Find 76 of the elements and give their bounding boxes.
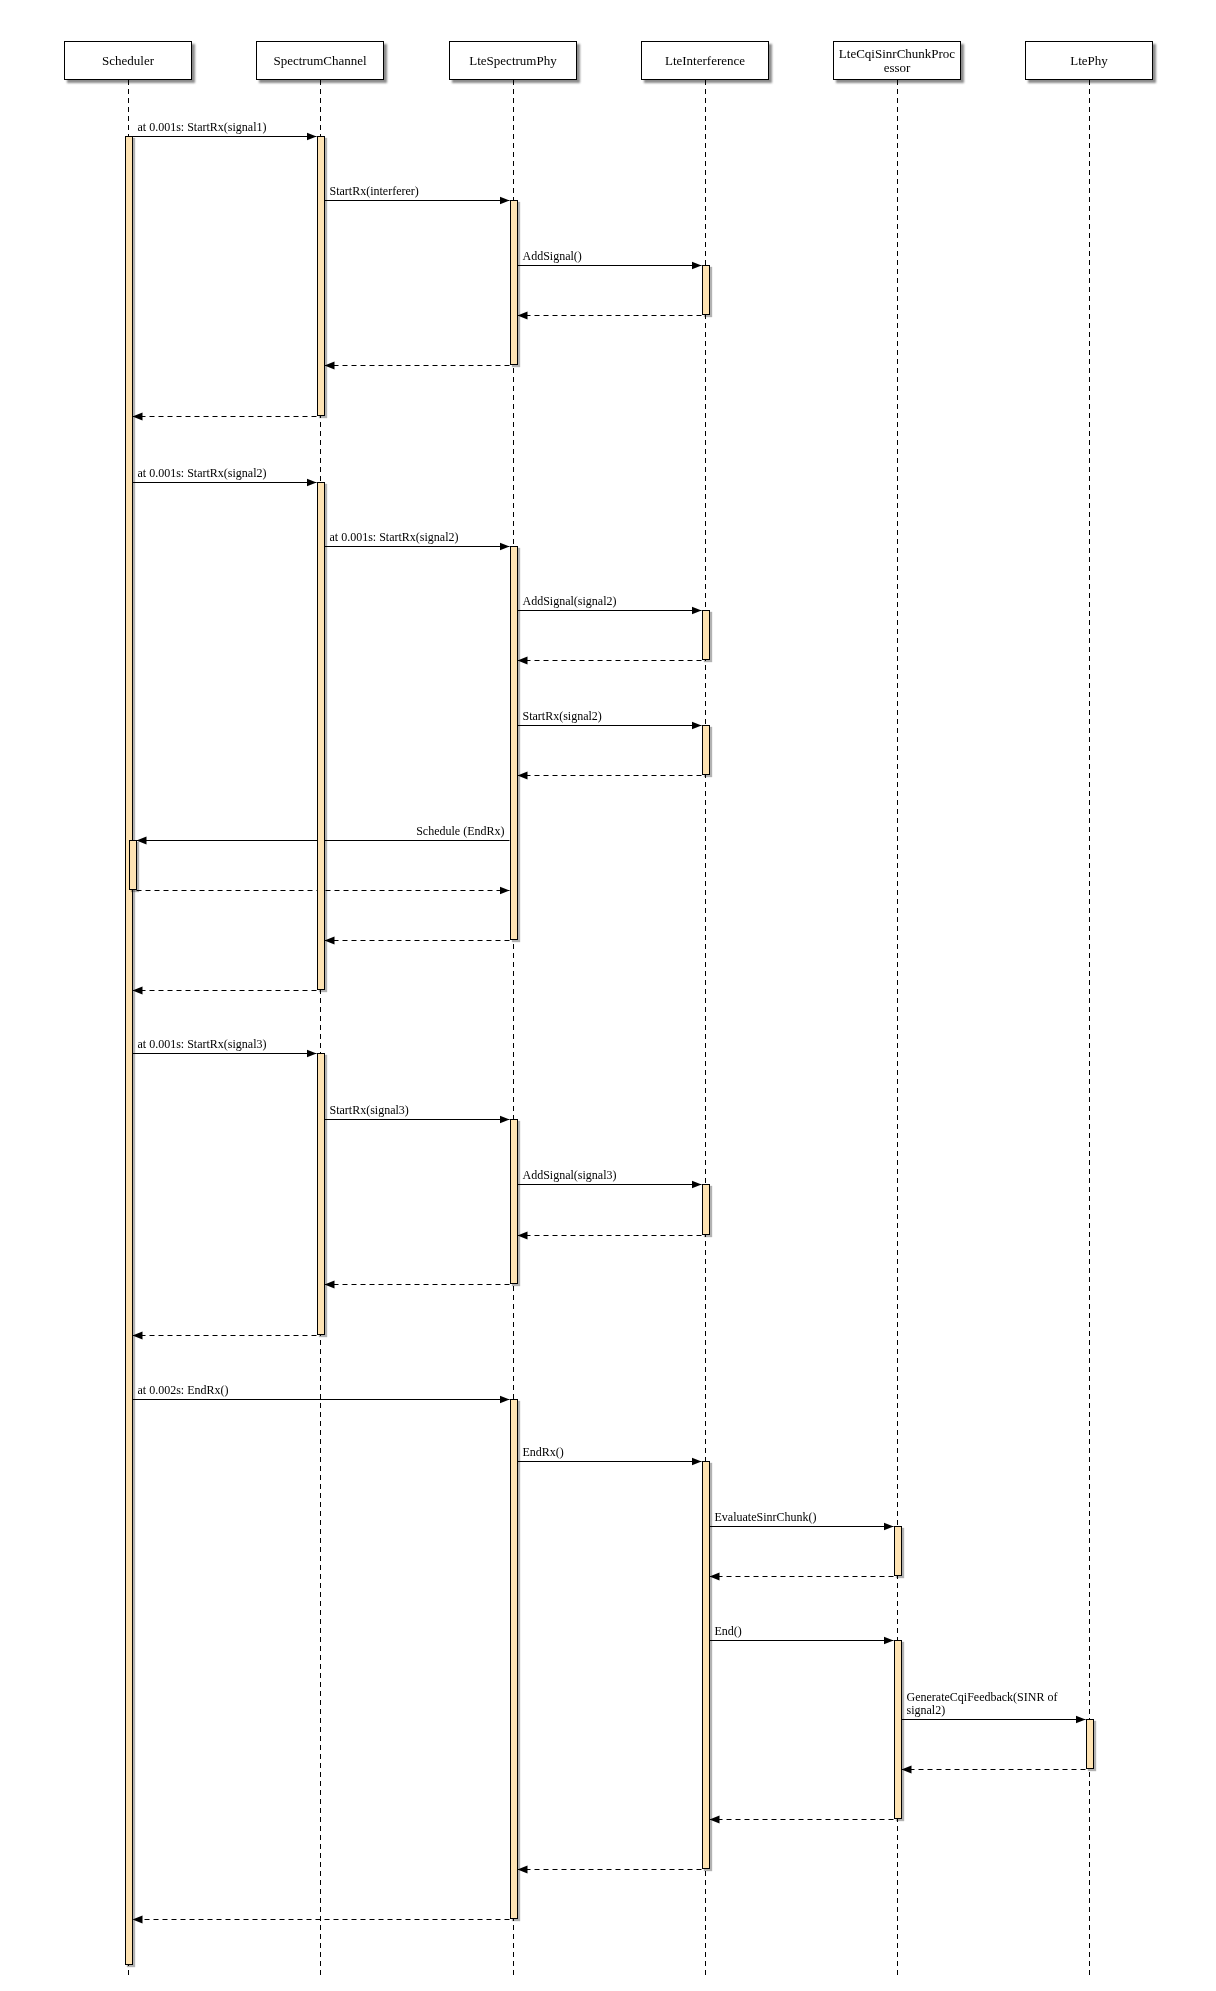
activation-bar: [124, 136, 133, 1965]
activation-bar: [701, 1461, 710, 1869]
return-arrow: [324, 1280, 510, 1289]
participant-box: [449, 41, 577, 80]
return-arrow: [517, 656, 702, 665]
activation-bar: [701, 1184, 710, 1235]
activation-bar: [316, 482, 325, 990]
message-arrow: [132, 478, 317, 487]
edge-label: AddSignal(): [522, 250, 582, 263]
return-arrow: [324, 936, 510, 945]
participant-name: LteCqiSinrChunkProcessor: [837, 46, 957, 75]
participant-name: LtePhy: [1070, 53, 1108, 68]
activation-bar: [893, 1526, 902, 1576]
return-arrow: [517, 1231, 702, 1240]
edge-label: AddSignal(signal3): [522, 1169, 617, 1182]
activation-bar: [509, 546, 518, 940]
activation-bar: [893, 1640, 902, 1819]
participant-box: [641, 41, 769, 80]
message-arrow: [517, 721, 702, 730]
message-arrow: [709, 1636, 894, 1645]
message-arrow: [132, 1049, 317, 1058]
message-arrow: [324, 542, 510, 551]
activation-bar: [509, 200, 518, 365]
edge-label: StartRx(signal2): [522, 710, 602, 723]
return-arrow: [709, 1572, 894, 1581]
participant-name: SpectrumChannel: [273, 53, 367, 68]
participant-name: LteSpectrumPhy: [469, 53, 557, 68]
message-arrow: [136, 836, 510, 845]
return-arrow: [517, 311, 702, 320]
return-arrow: [517, 1865, 702, 1874]
participant-box: [64, 41, 192, 80]
edge-label: at 0.001s: StartRx(signal3): [137, 1038, 267, 1051]
edge-label: GenerateCqiFeedback(SINR of signal2): [906, 1691, 1059, 1717]
return-arrow: [132, 412, 317, 421]
edge-label: Schedule (EndRx): [416, 825, 505, 838]
edge-label: AddSignal(signal2): [522, 595, 617, 608]
message-arrow: [517, 1180, 702, 1189]
edge-label: End(): [714, 1625, 742, 1638]
participant-box: [256, 41, 384, 80]
participant-box: [1025, 41, 1153, 80]
return-arrow: [132, 1915, 510, 1924]
activation-bar: [128, 840, 137, 890]
activation-bar: [316, 1053, 325, 1335]
activation-bar: [701, 265, 710, 315]
return-arrow: [132, 986, 317, 995]
edge-label: EndRx(): [522, 1446, 564, 1459]
message-arrow: [132, 132, 317, 141]
return-arrow: [709, 1815, 894, 1824]
participant-name: Scheduler: [102, 53, 154, 68]
edge-label: EvaluateSinrChunk(): [714, 1511, 817, 1524]
activation-bar: [701, 725, 710, 775]
edge-label: StartRx(interferer): [329, 185, 419, 198]
message-arrow: [709, 1522, 894, 1531]
message-arrow: [132, 1395, 510, 1404]
message-arrow: [901, 1715, 1086, 1724]
return-arrow: [901, 1765, 1086, 1774]
return-arrow: [324, 361, 510, 370]
edge-label: at 0.001s: StartRx(signal2): [137, 467, 267, 480]
message-arrow: [517, 1457, 702, 1466]
return-arrow: [517, 771, 702, 780]
edge-label: StartRx(signal3): [329, 1104, 409, 1117]
message-arrow: [324, 1115, 510, 1124]
activation-bar: [509, 1119, 518, 1284]
return-arrow: [132, 1331, 317, 1340]
participant-name: LteInterference: [664, 53, 746, 68]
edge-label: at 0.001s: StartRx(signal2): [329, 531, 459, 544]
activation-bar: [1085, 1719, 1094, 1769]
return-arrow: [136, 886, 510, 895]
message-arrow: [517, 261, 702, 270]
activation-bar: [701, 610, 710, 660]
activation-bar: [509, 1399, 518, 1919]
edge-label: at 0.002s: EndRx(): [137, 1384, 229, 1397]
message-arrow: [517, 606, 702, 615]
edge-label: at 0.001s: StartRx(signal1): [137, 121, 267, 134]
message-arrow: [324, 196, 510, 205]
activation-bar: [316, 136, 325, 416]
